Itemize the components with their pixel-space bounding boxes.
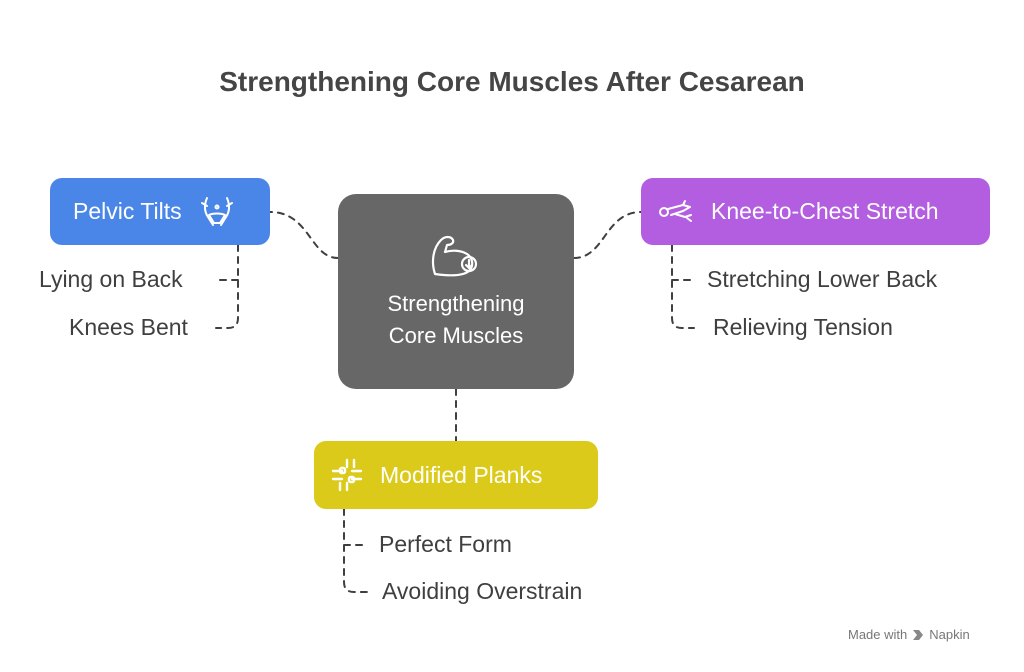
diagram-title: Strengthening Core Muscles After Cesarea…	[219, 66, 805, 97]
branch-modified-planks: Modified Planks	[314, 441, 598, 509]
napkin-logo-icon	[912, 629, 924, 641]
pelvic-item-lying-on-back: Lying on Back	[39, 266, 183, 292]
connector-center-to-knee	[573, 211, 642, 259]
connector-knee-items	[671, 244, 695, 329]
watermark-brand: Napkin	[929, 627, 970, 642]
connector-pelvic-items	[215, 244, 239, 329]
branch-knee-to-chest-stretch: Knee-to-Chest Stretch	[641, 178, 990, 245]
flexed-arm-icon	[427, 232, 485, 278]
knee-item-stretching-lower-back: Stretching Lower Back	[707, 266, 938, 292]
branch-label-modified-planks: Modified Planks	[380, 461, 543, 488]
connector-planks-items	[343, 508, 369, 593]
pelvis-icon	[198, 193, 236, 231]
planks-icon	[328, 456, 366, 494]
central-topic: Strengthening Core Muscles	[338, 194, 574, 389]
napkin-watermark: Made with Napkin	[848, 627, 970, 642]
connector-center-to-pelvic	[269, 211, 339, 259]
pelvic-item-knees-bent: Knees Bent	[69, 314, 188, 340]
planks-item-perfect-form: Perfect Form	[379, 531, 512, 557]
watermark-prefix: Made with	[848, 627, 908, 642]
branch-pelvic-tilts: Pelvic Tilts	[50, 178, 270, 245]
central-topic-label: Strengthening Core Muscles	[387, 290, 525, 348]
planks-item-avoiding-overstrain: Avoiding Overstrain	[382, 578, 583, 604]
branch-label-pelvic-tilts: Pelvic Tilts	[73, 198, 182, 224]
stretch-icon	[657, 194, 697, 230]
knee-item-relieving-tension: Relieving Tension	[713, 314, 893, 340]
branch-label-knee-to-chest-stretch: Knee-to-Chest Stretch	[711, 198, 939, 224]
